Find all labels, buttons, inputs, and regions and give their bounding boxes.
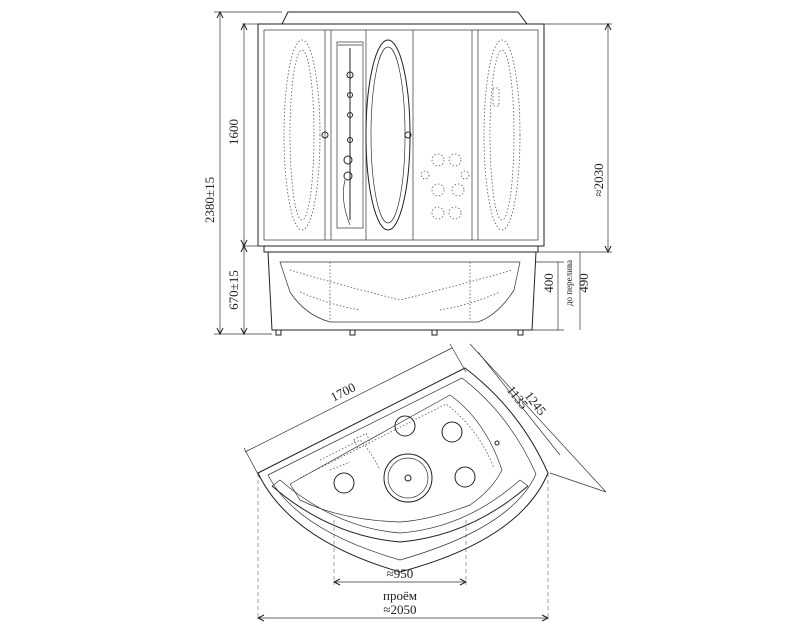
elevation-dimensions: 2380±15 1600 670±15 ≈2030 400 до перелив… xyxy=(202,10,612,336)
left-handle xyxy=(321,131,329,139)
dim-overall-height: ≈2030 xyxy=(591,163,606,196)
dim-tray-height: 670±15 xyxy=(226,270,241,310)
right-glass-decor xyxy=(483,39,521,231)
dim-overflow-height: 490 xyxy=(576,273,591,293)
dim-opening-width: ≈950 xyxy=(387,566,414,581)
dim-overall-width: ≈2050 xyxy=(383,602,416,617)
dim-opening-label: проём xyxy=(383,588,417,603)
massage-jets xyxy=(420,153,470,220)
tray-apron xyxy=(267,251,537,331)
cabin-roof xyxy=(281,11,528,25)
dim-overflow-label: до перелива xyxy=(564,260,574,306)
plan-outline xyxy=(257,367,549,573)
mixer-icon xyxy=(343,155,353,165)
dim-total-height: 2380±15 xyxy=(202,177,217,223)
left-glass-decor xyxy=(283,39,321,231)
plan-jet xyxy=(394,415,416,437)
drain-basin xyxy=(383,453,433,503)
front-seat xyxy=(271,485,529,543)
dim-cabin-height: 1600 xyxy=(226,119,241,145)
tray-rim xyxy=(263,245,539,253)
front-elevation xyxy=(257,11,545,336)
dim-rim-height: 400 xyxy=(541,273,556,293)
plan-view xyxy=(257,367,549,620)
shower-column xyxy=(336,41,364,229)
plan-dimensions: 1700 1135 1245 ≈950 проём ≈2050 xyxy=(243,343,607,622)
dim-side-long: 1700 xyxy=(328,379,358,404)
right-handle xyxy=(404,131,412,139)
drain-icon xyxy=(404,474,412,482)
door-oval xyxy=(365,39,411,231)
